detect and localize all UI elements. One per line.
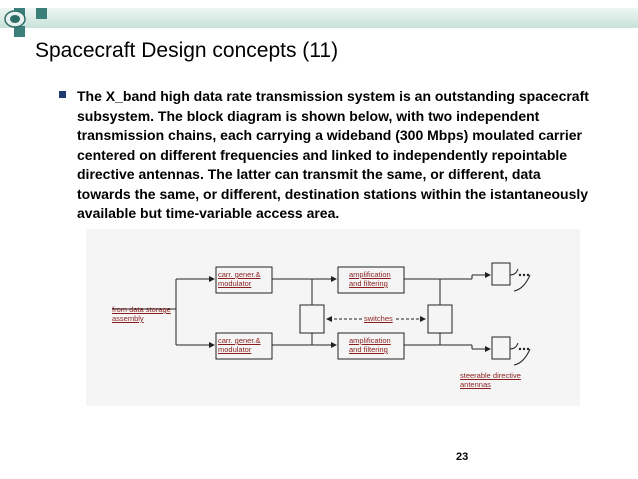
amplifier-top-label: amplification and filtering (349, 270, 391, 288)
modulator-bottom-label: carr. gener.& modulator (218, 336, 261, 354)
header-band (0, 8, 638, 28)
antennas-label-line-2: antennas (460, 380, 491, 389)
modulator-top-label-line-1: carr. gener.& (218, 270, 261, 279)
slide-title: Spacecraft Design concepts (11) (35, 39, 339, 62)
bullet-item: The X_band high data rate transmission s… (59, 87, 599, 231)
modulator-bottom-label-line-2: modulator (218, 345, 252, 354)
antennas-label-line-1: steerable directive (460, 371, 521, 380)
amplifier-bottom-block (337, 332, 405, 360)
antenna-bottom-feed (509, 342, 519, 350)
header-square-3 (14, 26, 25, 37)
antenna-beam-dots (518, 273, 530, 351)
source-label-line-1: from data storage (112, 305, 171, 314)
antenna-top-feed (509, 268, 519, 276)
antenna-bottom-box (491, 336, 511, 360)
modulator-top-block (215, 266, 273, 294)
amplifier-bottom-label-line-1: amplification (349, 336, 391, 345)
bullet-text: The X_band high data rate transmission s… (77, 88, 589, 221)
modulator-bottom-label-line-1: carr. gener.& (218, 336, 261, 345)
amplifier-top-block (337, 266, 405, 294)
modulator-top-label: carr. gener.& modulator (218, 270, 261, 288)
modulator-bottom-block (215, 332, 273, 360)
bullet-square-icon (59, 91, 66, 98)
antenna-bottom-dish (513, 348, 531, 366)
source-label: from data storage assembly (112, 305, 171, 323)
amplifier-top-label-line-1: amplification (349, 270, 391, 279)
switches-label: switches (364, 314, 393, 323)
amplifier-bottom-label-line-2: and filtering (349, 345, 388, 354)
switch-right-block (427, 304, 453, 334)
switch-left-block (299, 304, 325, 334)
amplifier-top-label-line-2: and filtering (349, 279, 388, 288)
page-number: 23 (456, 451, 469, 463)
block-diagram-drawing (112, 262, 531, 366)
block-diagram: from data storage assembly carr. gener.&… (86, 229, 580, 406)
amplifier-bottom-label: amplification and filtering (349, 336, 391, 354)
institution-logo-icon (4, 10, 26, 28)
antenna-top-dish (513, 274, 531, 292)
top-decoration-bar (0, 0, 638, 37)
antenna-top-box (491, 262, 511, 286)
modulator-top-label-line-2: modulator (218, 279, 252, 288)
antennas-label: steerable directive antennas (460, 371, 521, 389)
header-square-2 (36, 8, 47, 19)
source-label-line-2: assembly (112, 314, 144, 323)
